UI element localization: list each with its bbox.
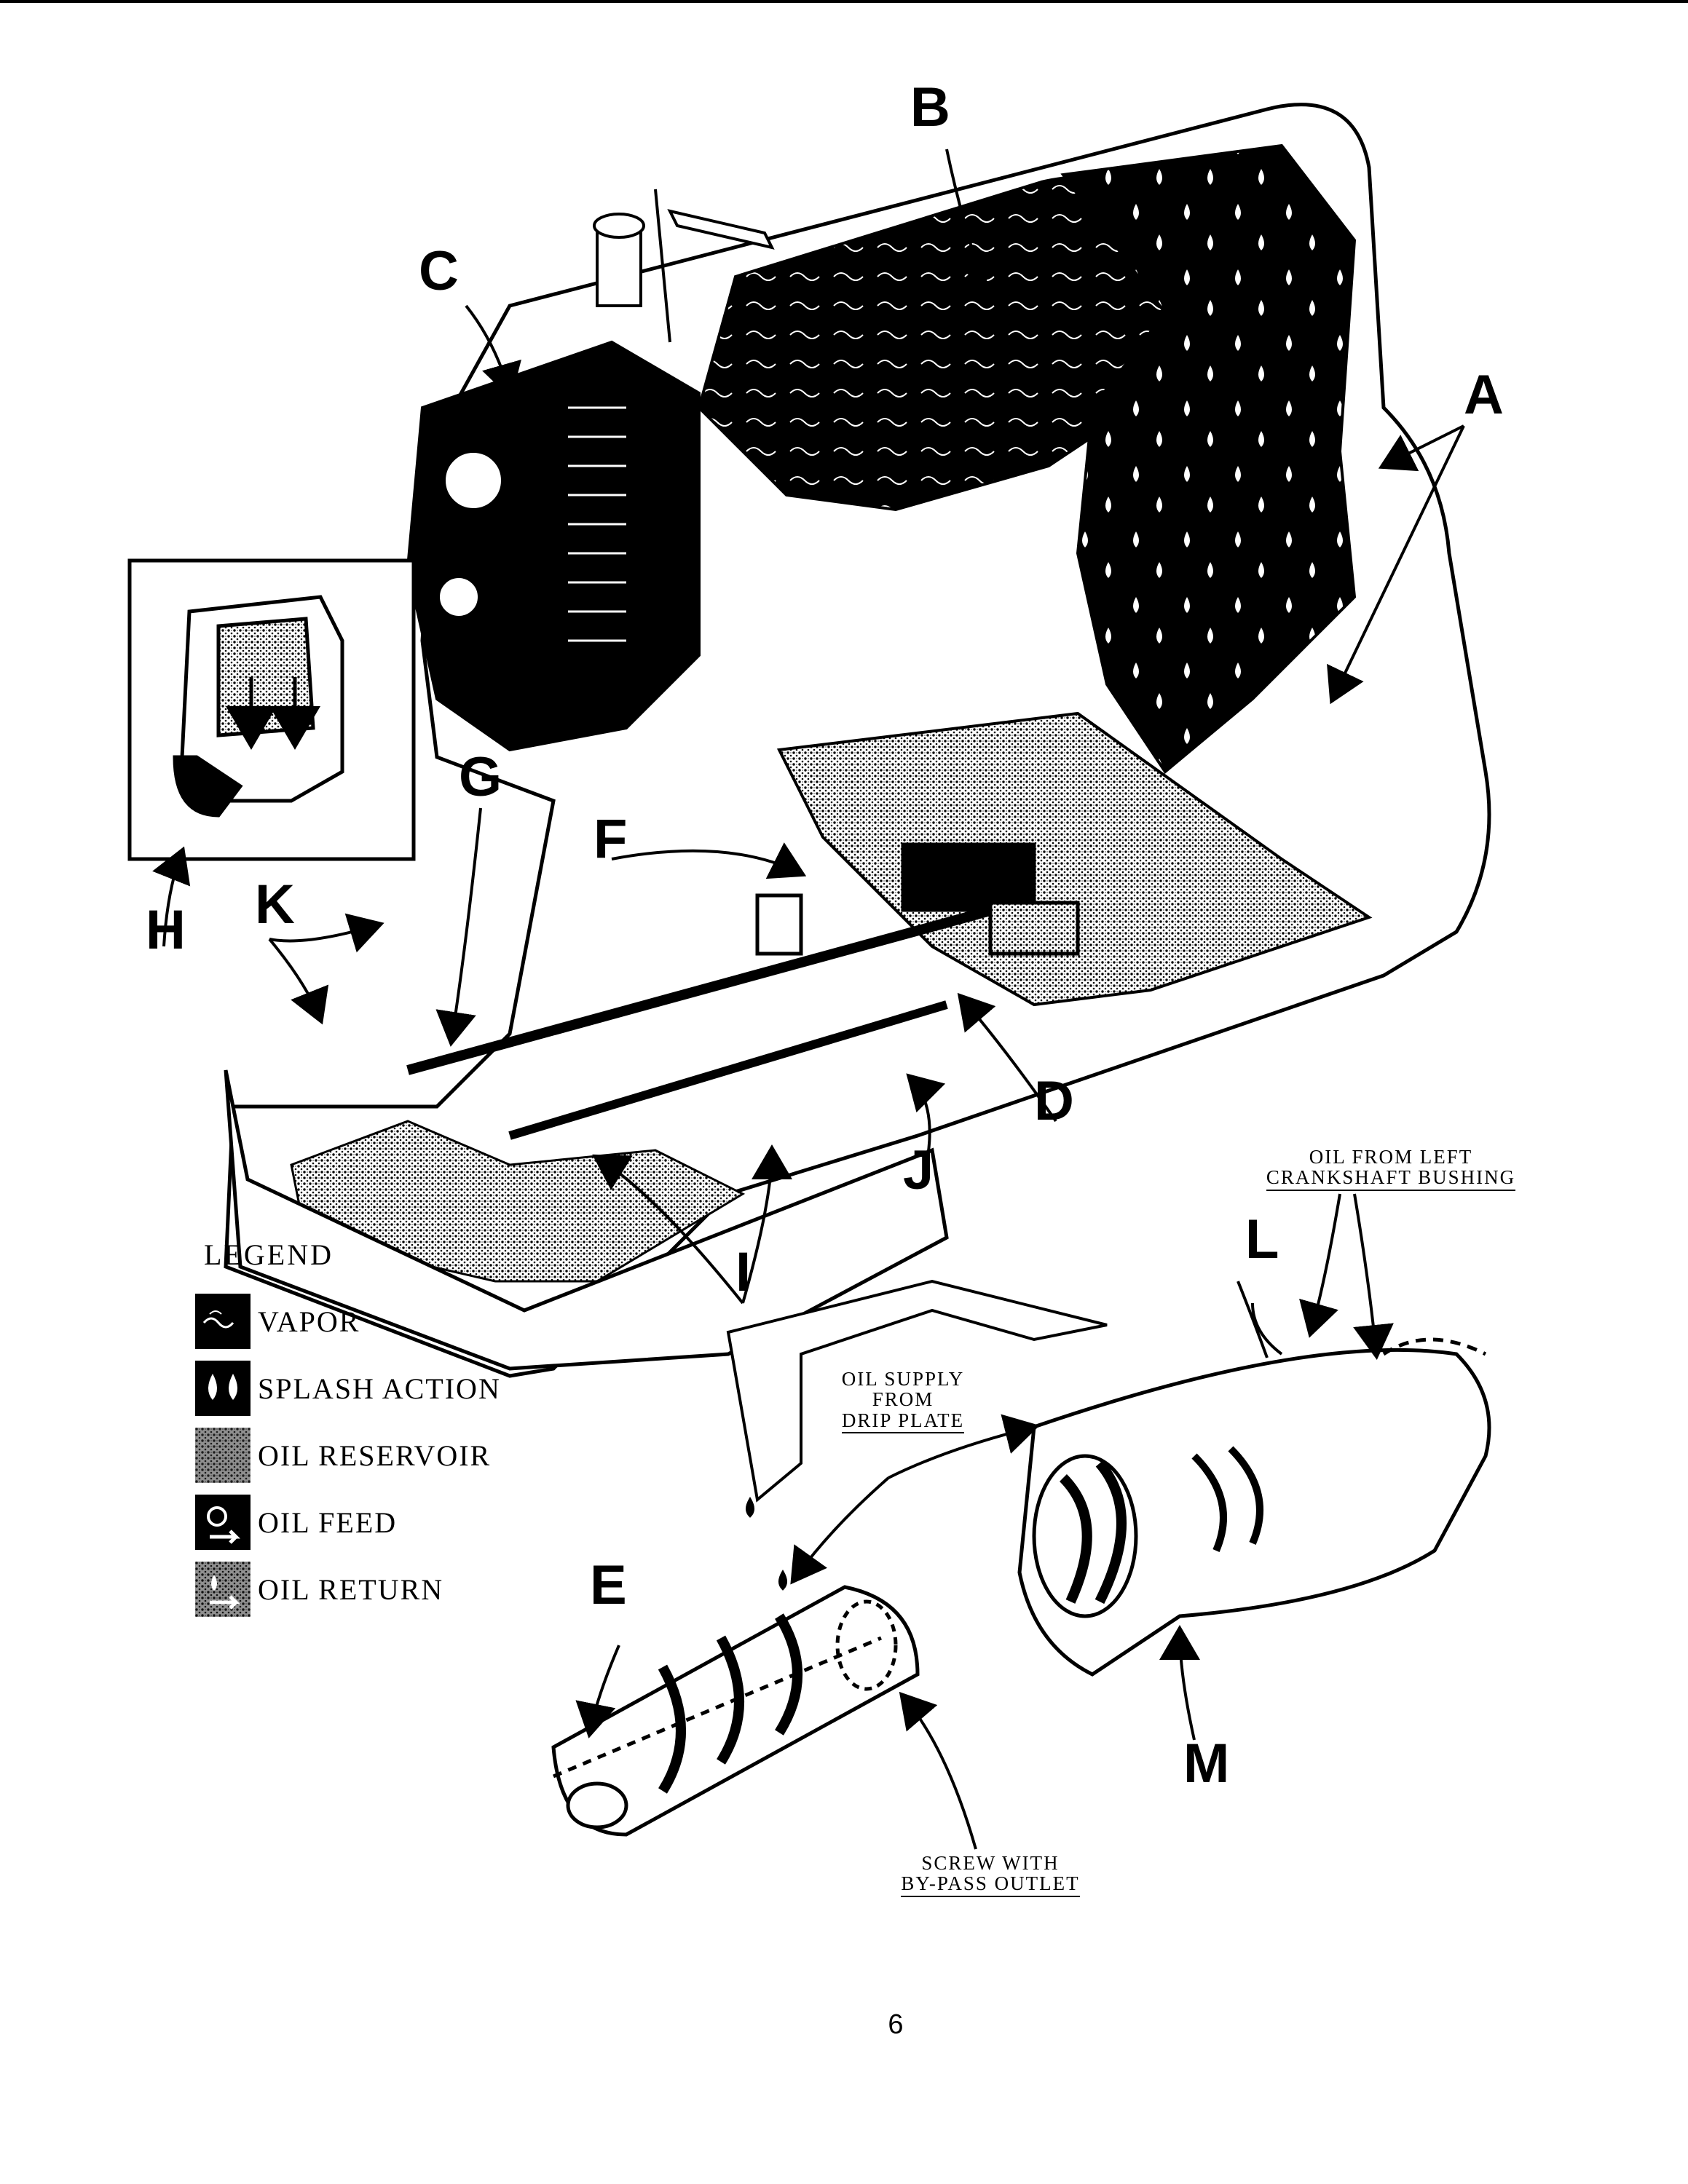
- callout-m: M: [1183, 1733, 1230, 1795]
- needle-spring: [568, 406, 626, 642]
- legend-item-vapor: VAPOR: [195, 1288, 501, 1355]
- leader-lines: [152, 149, 1465, 1850]
- legend-label-feed: OIL FEED: [258, 1506, 398, 1539]
- callout-j: J: [903, 1139, 934, 1201]
- legend-label-splash: SPLASH ACTION: [258, 1372, 501, 1405]
- callout-g: G: [459, 746, 502, 808]
- caption-oil-supply-line3: DRIP PLATE: [841, 1409, 965, 1434]
- lower-shaft: [406, 842, 1080, 1140]
- legend-label-return: OIL RETURN: [258, 1572, 444, 1606]
- page-number: 6: [888, 2009, 904, 2040]
- drip-plate: [726, 1279, 1108, 1591]
- caption-screw-line2: BY-PASS OUTLET: [901, 1873, 1080, 1897]
- head-cutaway: [406, 340, 701, 752]
- callout-f: F: [593, 808, 628, 870]
- shaft-detail-e: [551, 1585, 920, 1837]
- reservoir-stipple-icon: [195, 1428, 251, 1483]
- caption-oil-supply-line2: FROM: [872, 1388, 934, 1411]
- callout-d: D: [1034, 1070, 1074, 1132]
- legend-label-vapor: VAPOR: [258, 1305, 360, 1338]
- splash-drops-icon: [195, 1361, 251, 1416]
- legend-item-feed: OIL FEED: [195, 1489, 501, 1556]
- oil-return-arrow-icon: [195, 1562, 251, 1617]
- splash-region-column: [1060, 143, 1357, 774]
- top-knob: [593, 189, 775, 343]
- legend: LEGEND VAPOR SPLASH ACTION OIL RESERVOIR: [195, 1238, 501, 1623]
- vapor-icon: [195, 1294, 251, 1349]
- caption-screw-line1: SCREW WITH: [921, 1852, 1060, 1874]
- legend-item-reservoir: OIL RESERVOIR: [195, 1422, 501, 1489]
- legend-item-splash: SPLASH ACTION: [195, 1355, 501, 1422]
- caption-screw: SCREW WITH BY-PASS OUTLET: [881, 1853, 1100, 1897]
- inset-h: [127, 558, 416, 861]
- bushing-detail: [1017, 1337, 1491, 1677]
- callout-h: H: [146, 899, 186, 961]
- callout-i: I: [735, 1241, 752, 1303]
- caption-oil-from-left-line1: OIL FROM LEFT: [1309, 1146, 1473, 1168]
- caption-oil-supply: OIL SUPPLY FROM DRIP PLATE: [823, 1368, 983, 1434]
- legend-title: LEGEND: [204, 1238, 334, 1271]
- legend-label-reservoir: OIL RESERVOIR: [258, 1439, 492, 1472]
- base-plate: [224, 1069, 949, 1371]
- caption-oil-from-left-line2: CRANKSHAFT BUSHING: [1266, 1167, 1516, 1191]
- callout-k: K: [255, 874, 295, 935]
- oil-feed-arrow-icon: [195, 1495, 251, 1550]
- callout-e: E: [590, 1554, 627, 1616]
- callout-c: C: [419, 240, 459, 302]
- top-rule: [0, 0, 1688, 3]
- legend-item-return: OIL RETURN: [195, 1556, 501, 1623]
- caption-oil-supply-line1: OIL SUPPLY: [841, 1368, 965, 1390]
- caption-oil-from-left: OIL FROM LEFT CRANKSHAFT BUSHING: [1245, 1147, 1537, 1191]
- callout-l: L: [1245, 1208, 1279, 1270]
- callout-a: A: [1464, 364, 1504, 426]
- callout-b: B: [910, 76, 950, 138]
